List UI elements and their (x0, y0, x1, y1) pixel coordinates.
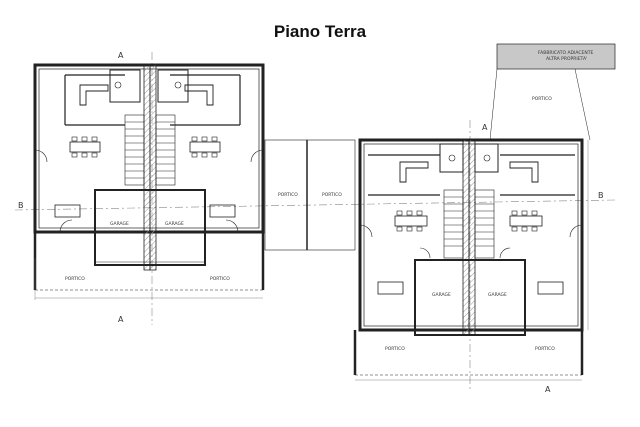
section-a-top-right: A (482, 123, 488, 132)
section-a-bottom: A (118, 315, 124, 324)
section-a-top: A (118, 51, 124, 60)
portico-label-5: PORTICO (532, 96, 552, 102)
neighbor-label-1: FABBRICATO ADIACENTE (538, 50, 593, 56)
garage-label-4: GARAGE (488, 292, 507, 298)
section-a-bottom-right: A (545, 385, 551, 394)
portico-label-6: PORTICO (385, 346, 405, 352)
neighbor-building: FABBRICATO ADIACENTE ALTRA PROPRIETA' PO… (489, 43, 616, 141)
left-building: A A (33, 51, 265, 325)
section-line-b (14, 199, 616, 211)
portico-label-2: PORTICO (210, 276, 230, 282)
section-b-right: B (598, 191, 604, 200)
left-garage-block (94, 189, 206, 266)
garage-label-3: GARAGE (432, 292, 451, 298)
portico-label-3: PORTICO (278, 192, 298, 198)
neighbor-label-2: ALTRA PROPRIETA' (546, 56, 587, 62)
middle-porticos: PORTICO PORTICO (264, 139, 356, 251)
plan-title: Piano Terra (273, 22, 367, 41)
section-b-left: B (18, 201, 24, 210)
portico-label-7: PORTICO (535, 346, 555, 352)
garage-label-1: GARAGE (110, 221, 129, 227)
portico-label-4: PORTICO (322, 192, 342, 198)
portico-label-1: PORTICO (65, 276, 85, 282)
right-garage-block (414, 259, 526, 336)
garage-label-2: GARAGE (165, 221, 184, 227)
right-building: A A (353, 120, 589, 394)
